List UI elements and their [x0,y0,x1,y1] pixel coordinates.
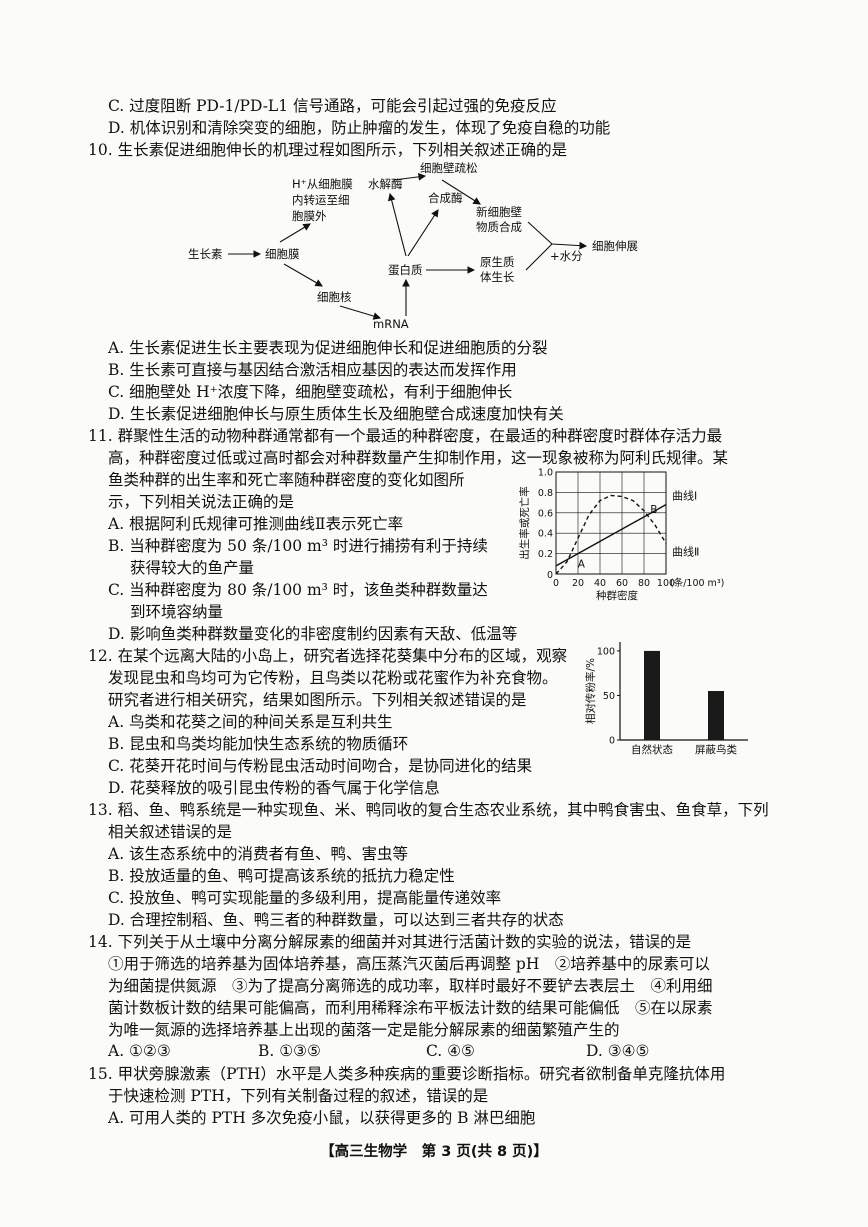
x-tick-label: 60 [616,578,628,589]
point-label: A [578,559,586,571]
x-tick-label: 80 [638,578,650,589]
q12-option-a: A. 鸟类和花葵之间的种间关系是互利共生 [108,713,393,731]
q13-option-a: A. 该生态系统中的消费者有鱼、鸭、害虫等 [108,845,409,863]
q13-stem-1: 13. 稻、鱼、鸭系统是一种实现鱼、米、鸭同收的复合生态农业系统，其中鸭食害虫、… [88,801,769,819]
q11-option-d: D. 影响鱼类种群数量变化的非密度制约因素有天敌、低温等 [108,625,518,643]
x-axis-label: 种群密度 [596,589,638,602]
node-synthase: 合成酶 [428,191,463,205]
node-h-transport-2: 内转运至细 [292,193,350,207]
y-tick-label: 0.8 [538,488,553,499]
q11-stem-1: 11. 群聚性生活的动物种群通常都有一个最适的种群密度，在最适的种群密度时群体存… [88,427,723,445]
q12-option-b: B. 昆虫和鸟类均能加快生态系统的物质循环 [108,735,409,753]
node-mrna: mRNA [373,317,409,331]
x-tick-label: 40 [594,578,606,589]
q11-option-b-1: B. 当种群密度为 50 条/100 m³ 时进行捕捞有利于持续 [108,537,488,555]
q12-option-d: D. 花葵释放的吸引昆虫传粉的香气属于化学信息 [108,779,440,797]
q14-statement-2: 为细菌提供氮源 ③为了提高分离筛选的成功率，取样时最好不要铲去表层土 ④利用细 [108,977,713,995]
q14-statement-4: 为唯一氮源的选择培养基上出现的菌落一定是能分解尿素的细菌繁殖产生的 [108,1021,620,1039]
q11-option-b-2: 获得较大的鱼产量 [130,559,255,577]
q15-stem-1: 15. 甲状旁腺激素（PTH）水平是人类多种疾病的重要诊断指标。研究者欲制备单克… [88,1065,726,1083]
q11-stem-4: 示，下列相关说法正确的是 [108,493,295,511]
y-tick-label: 0 [609,736,615,747]
q11-option-c-2: 到环境容纳量 [130,603,224,621]
node-proto-2: 体生长 [480,270,515,284]
q14-stem: 14. 下列关于从土壤中分离分解尿素的细菌并对其进行活菌计数的实验的说法，错误的… [88,933,692,951]
y-tick-label: 0.4 [538,529,553,540]
q11-stem-2: 高，种群密度过低或过高时都会对种群数量产生抑制作用，这一现象被称为阿利氏规律。某 [108,449,729,467]
x-axis-unit: (条/100 m³) [670,577,724,589]
q11-option-a: A. 根据阿利氏规律可推测曲线Ⅱ表示死亡率 [108,515,404,533]
q10-option-a: A. 生长素促进生长主要表现为促进细胞伸长和促进细胞质的分裂 [108,339,548,357]
y-tick-label: 0.6 [538,508,553,519]
q10-option-b: B. 生长素可直接与基因结合激活相应基因的表达而发挥作用 [108,361,517,379]
q12-option-c: C. 花葵开花时间与传粉昆虫活动时间吻合，是协同进化的结果 [108,757,533,775]
y-axis-label: 出生率或死亡率 [518,486,531,560]
q15-option-a: A. 可用人类的 PTH 多次免疫小鼠，以获得更多的 B 淋巴细胞 [108,1109,536,1127]
q10-stem: 10. 生长素促进细胞伸长的机理过程如图所示，下列相关叙述正确的是 [88,141,568,159]
y-tick-label: 1.0 [538,468,553,479]
category-label: 屏蔽鸟类 [695,743,737,756]
y-tick-label: 0.2 [538,549,553,560]
node-nucleus: 细胞核 [317,290,352,304]
node-new-wall-2: 物质合成 [476,220,522,234]
x-tick-label: 100 [657,578,675,589]
node-water: +水分 [550,249,583,263]
node-protein: 蛋白质 [388,263,423,277]
x-tick-label: 0 [553,578,559,589]
q15-stem-2: 于快速检测 PTH，下列有关制备过程的叙述，错误的是 [108,1087,489,1105]
q11-stem-3: 鱼类种群的出生率和死亡率随种群密度的变化如图所 [108,471,465,489]
node-proto-1: 原生质 [480,255,515,269]
node-new-wall-1: 新细胞壁 [476,205,522,219]
node-auxin: 生长素 [188,247,223,261]
y-tick-label: 50 [603,691,615,702]
node-h-transport-1: H⁺从细胞膜 [292,177,353,191]
q10-option-c: C. 细胞壁处 H⁺浓度下降，细胞壁变疏松，有利于细胞伸长 [108,383,513,401]
q14-choice-d: D. ③④⑤ [586,1042,650,1060]
node-membrane: 细胞膜 [265,247,300,261]
q14-choice-b: B. ①③⑤ [258,1042,321,1060]
point-label: B [650,504,657,516]
q11-option-c-1: C. 当种群密度为 80 条/100 m³ 时，该鱼类种群数量达 [108,581,488,599]
x-tick-label: 20 [572,578,584,589]
y-tick-label: 100 [597,646,615,657]
series-label: 曲线Ⅱ [672,545,699,559]
node-hydrolase: 水解酶 [368,177,403,191]
q9-option-c: C. 过度阻断 PD-1/PD-L1 信号通路，可能会引起过强的免疫反应 [108,97,557,115]
q14-statement-3: 菌计数板计数的结果可能偏高，而利用稀释涂布平板法计数的结果可能偏低 ⑤在以尿素 [108,999,713,1017]
q14-choice-a: A. ①②③ [108,1042,171,1060]
bar-2 [708,691,724,740]
node-wall-loosen: 细胞壁疏松 [420,161,478,175]
q13-stem-2: 相关叙述错误的是 [108,823,233,841]
node-elongation: 细胞伸展 [592,239,638,253]
birth-death-rate-chart: 0 20 40 60 80 100 0.2 0.4 0.6 0.8 1.0 0 曲线Ⅰ 曲线Ⅱ A B 种群密… [518,468,724,603]
q10-option-d: D. 生长素促进细胞伸长与原生质体生长及细胞壁合成速度加快有关 [108,405,564,423]
node-h-transport-3: 胞膜外 [292,209,327,223]
page-footer: 【高三生物学 第 3 页(共 8 页)】 [320,1144,548,1160]
q13-option-d: D. 合理控制稻、鱼、鸭三者的种群数量，可以达到三者共存的状态 [108,911,564,929]
q14-choice-c: C. ④⑤ [426,1042,475,1060]
pollination-rate-chart: 0 50 100 自然状态 屏蔽鸟类 相对传粉率/% [584,642,748,756]
q12-stem-3: 研究者进行相关研究，结果如图所示。下列相关叙述错误的是 [108,691,527,709]
q12-stem-2: 发现昆虫和鸟均可为它传粉，且鸟类以花粉或花蜜作为补充食物。 [108,669,558,687]
series-label: 曲线Ⅰ [672,488,697,502]
origin-label: 0 [547,570,553,581]
q13-option-b: B. 投放适量的鱼、鸭可提高该系统的抵抗力稳定性 [108,867,455,885]
category-label: 自然状态 [631,743,673,756]
bar-1 [644,650,660,740]
q13-option-c: C. 投放鱼、鸭可实现能量的多级利用，提高能量传递效率 [108,889,502,907]
q9-option-d: D. 机体识别和清除突变的细胞，防止肿瘤的发生，体现了免疫自稳的功能 [108,119,611,137]
series-line-2 [555,504,667,567]
q12-stem-1: 12. 在某个远离大陆的小岛上，研究者选择花葵集中分布的区域，观察 [88,647,568,665]
auxin-mechanism-diagram: 生长素 细胞膜 细胞核 mRNA 蛋白质 H⁺从细胞膜 内转运至细 胞膜外 水解… [188,161,638,331]
plot-frame [555,471,667,575]
q14-statement-1: ①用于筛选的培养基为固体培养基，高压蒸汽灭菌后再调整 pH ②培养基中的尿素可以 [108,955,710,973]
y-axis-label: 相对传粉率/% [584,658,597,724]
